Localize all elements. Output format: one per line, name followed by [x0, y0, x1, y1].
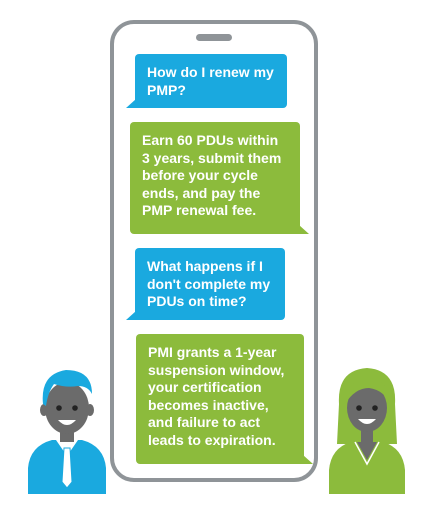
bubble-tail: [126, 99, 136, 108]
message-bubble-advisor: PMI grants a 1-year suspension window, y…: [136, 334, 313, 464]
bubble-tail: [303, 455, 313, 464]
message-text: Earn 60 PDUs within 3 years, submit them…: [142, 132, 282, 218]
message-bubble-user: How do I renew my PMP?: [126, 54, 287, 108]
bubble-tail: [126, 311, 136, 320]
message-text: How do I renew my PMP?: [147, 64, 274, 98]
woman-avatar-icon: [329, 368, 405, 494]
message-bubble-advisor: Earn 60 PDUs within 3 years, submit them…: [130, 122, 309, 234]
phone-speaker: [196, 34, 232, 41]
message-bubble-user: What happens if I don't complete my PDUs…: [126, 248, 285, 320]
message-text: What happens if I don't complete my PDUs…: [147, 258, 271, 309]
bubble-tail: [299, 225, 309, 234]
man-avatar-icon: [28, 370, 106, 494]
message-text: PMI grants a 1-year suspension window, y…: [148, 344, 285, 448]
